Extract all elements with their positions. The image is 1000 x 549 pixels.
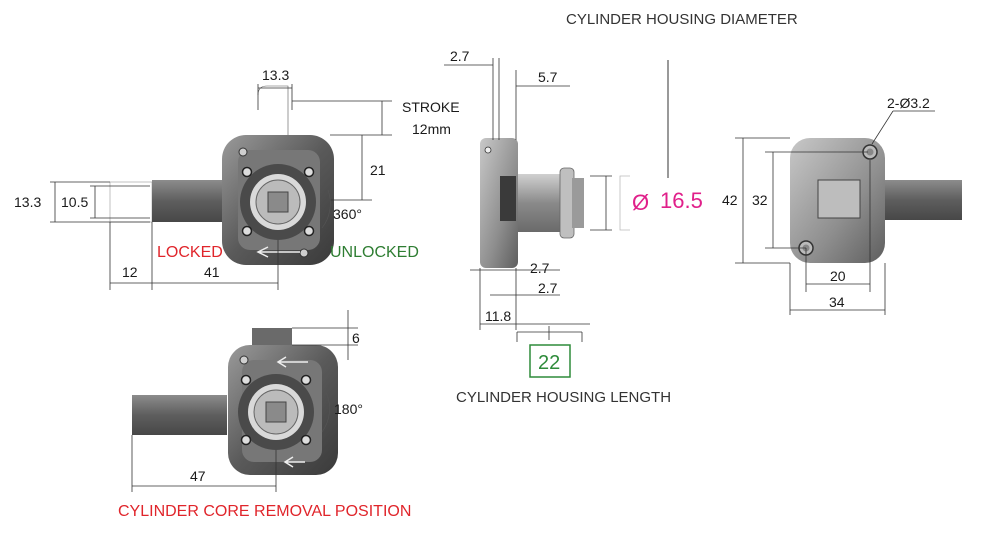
square-opening <box>817 179 861 219</box>
screw-icon <box>240 434 252 446</box>
dim-height-inner: 32 <box>752 192 768 208</box>
dim-bottom: 47 <box>190 468 206 484</box>
rotation-arc <box>321 391 330 433</box>
cylinder-flange <box>559 167 575 239</box>
side-plate <box>480 138 518 268</box>
screw-icon <box>300 374 312 386</box>
dim-top-a: 2.7 <box>450 48 470 64</box>
stroke-value: 12mm <box>412 121 451 137</box>
dim-bottom-a: 2.7 <box>530 260 550 276</box>
rotation-180: 180° <box>334 401 363 417</box>
arrow-icon <box>283 456 305 468</box>
lock-bolt-bar <box>132 395 227 435</box>
rotation-360: 360° <box>333 206 362 222</box>
arrow-icon <box>276 356 308 368</box>
dim-left-outer: 13.3 <box>14 194 41 210</box>
length-box <box>529 344 571 378</box>
diameter-value: 16.5 <box>660 188 703 213</box>
screw-icon <box>303 166 315 178</box>
dim-width-outer: 34 <box>829 294 845 310</box>
screw-icon <box>240 374 252 386</box>
side-view: 2.7 5.7 2.7 2.7 11.8 Ø 16.5 22 CYLINDER … <box>444 11 798 406</box>
length-caption: CYLINDER HOUSING LENGTH <box>456 389 671 406</box>
screw-icon <box>241 225 253 237</box>
dim-bottom-b: 2.7 <box>538 280 558 296</box>
dim-top-b: 5.7 <box>538 69 558 85</box>
dim-bottom-c: 11.8 <box>485 308 511 324</box>
cylinder-housing <box>518 174 566 232</box>
dim-width-inner: 20 <box>830 268 846 284</box>
dim-left-inner: 10.5 <box>61 194 88 210</box>
dim-right: 21 <box>370 162 386 178</box>
dim-bottom-long: 41 <box>204 264 220 280</box>
locked-label: LOCKED <box>157 244 223 261</box>
front-view: 13.3 STROKE 12mm 21 13.3 10.5 360° 12 41… <box>14 67 460 290</box>
screw-icon <box>303 225 315 237</box>
ghost-bar-outline <box>109 181 153 223</box>
arrow-icon <box>256 246 300 258</box>
lock-bolt-bar <box>152 180 232 222</box>
square-drive <box>265 401 287 423</box>
diameter-caption: CYLINDER HOUSING DIAMETER <box>566 11 798 28</box>
screw-icon <box>300 434 312 446</box>
removal-view: 6 180° 47 CYLINDER CORE REMOVAL POSITION <box>118 310 411 520</box>
dim-top: 6 <box>352 330 360 346</box>
stroke-label: STROKE <box>402 99 460 115</box>
dim-bottom-small: 12 <box>122 264 138 280</box>
lock-bolt-bar <box>880 180 962 220</box>
rotation-arc <box>321 189 331 229</box>
length-value: 22 <box>538 352 560 374</box>
screw-icon <box>241 166 253 178</box>
diameter-symbol: Ø <box>632 190 649 215</box>
dim-height-outer: 42 <box>722 192 738 208</box>
holes-label: 2-Ø3.2 <box>887 95 930 111</box>
removal-caption: CYLINDER CORE REMOVAL POSITION <box>118 503 411 520</box>
dim-top: 13.3 <box>262 67 289 83</box>
square-drive <box>267 191 289 213</box>
back-view: 2-Ø3.2 42 32 20 34 <box>722 95 962 315</box>
unlocked-label: UNLOCKED <box>330 244 419 261</box>
